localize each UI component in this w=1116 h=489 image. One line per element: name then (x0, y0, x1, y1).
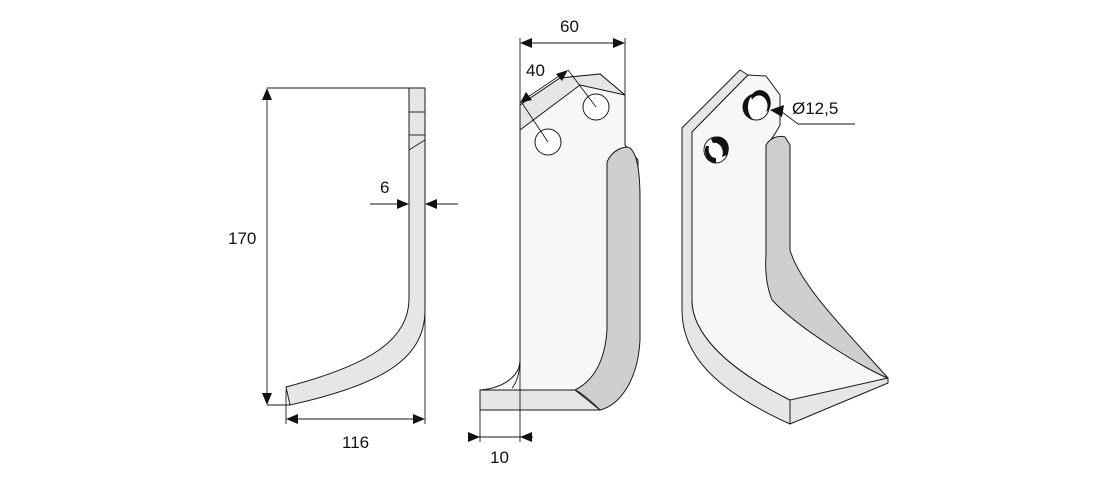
width-label: 60 (560, 17, 579, 36)
perspective-view: Ø12,5 (681, 69, 889, 425)
front-view: 60 40 10 (468, 17, 641, 467)
hole-diameter-label: Ø12,5 (792, 99, 838, 118)
hole-spacing-label: 40 (526, 61, 545, 80)
hole-spacing-dimension-line (521, 71, 566, 102)
height-label: 170 (228, 229, 256, 248)
perspective-bevel (765, 135, 889, 379)
side-view: 170 6 116 (228, 87, 458, 452)
front-view-bevel (574, 146, 641, 411)
length-label: 116 (342, 433, 369, 452)
offset-label: 10 (490, 448, 509, 467)
side-view-blade (285, 87, 426, 406)
thickness-label: 6 (380, 178, 389, 197)
